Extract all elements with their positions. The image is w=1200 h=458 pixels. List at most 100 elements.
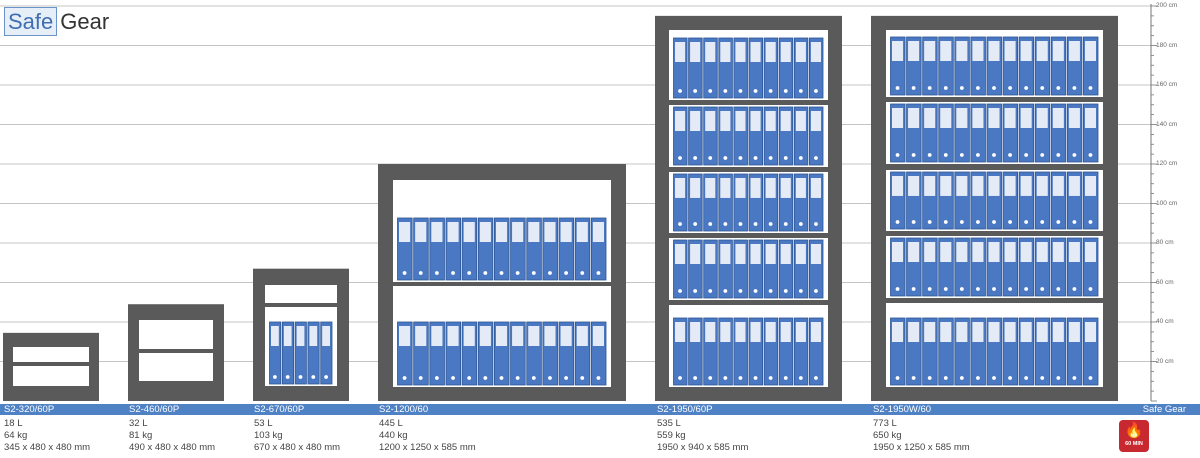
binder: [778, 106, 794, 166]
binder-ring-hole: [783, 222, 788, 226]
binder-ring-hole: [959, 86, 964, 90]
binder: [673, 37, 688, 99]
model-specs-s2-1200: 445 L 440 kg 1200 x 1250 x 585 mm: [379, 418, 476, 454]
binder-ring-hole: [1024, 153, 1029, 157]
binder-label-patch: [322, 326, 330, 346]
binder: [922, 103, 938, 163]
binder: [718, 173, 733, 232]
binder: [809, 106, 824, 166]
binder: [890, 36, 906, 96]
spec-volume: 535 L: [657, 418, 681, 429]
spec-volume: 18 L: [4, 418, 23, 429]
binder-ring-hole: [911, 86, 916, 90]
binder: [954, 237, 970, 297]
binder: [1018, 317, 1035, 386]
safe-cabinet-s2-670-60p: [253, 268, 349, 401]
binder-ring-hole: [531, 271, 536, 275]
binder: [413, 321, 429, 386]
binder-ring-hole: [1056, 86, 1061, 90]
binder: [1002, 103, 1019, 163]
binder: [763, 37, 779, 99]
binder-label-patch: [795, 111, 806, 131]
binder-label-patch: [1068, 322, 1080, 342]
binder-ring-hole: [483, 271, 488, 275]
binder-ring-hole: [580, 271, 585, 275]
binder-ring-hole: [1056, 220, 1061, 224]
binder: [763, 173, 779, 232]
binder-label-patch: [705, 178, 716, 198]
binder-ring-hole: [798, 222, 803, 226]
binder: [494, 217, 510, 281]
binder-ring-hole: [927, 220, 932, 224]
binder-ring-hole: [798, 289, 803, 293]
binder: [890, 317, 906, 386]
scale-tick-180: 180 cm: [1156, 42, 1178, 49]
spec-weight: 81 kg: [129, 430, 153, 441]
scale-tick-20: 20 cm: [1156, 358, 1174, 365]
binder-ring-hole: [959, 376, 964, 380]
binder-ring-hole: [1072, 86, 1077, 90]
safe-cabinet-s2-1950-60p: [655, 15, 842, 401]
binder-ring-hole: [768, 222, 773, 226]
binder: [703, 106, 718, 166]
binder: [477, 217, 494, 281]
binder: [703, 37, 718, 99]
binder: [778, 173, 794, 232]
binder: [688, 317, 703, 386]
binder-ring-hole: [992, 287, 996, 291]
binder-label-patch: [735, 111, 746, 131]
binder: [494, 321, 510, 386]
binder-ring-hole: [1008, 153, 1012, 157]
binder-ring-hole: [798, 89, 803, 93]
binder: [1083, 171, 1099, 230]
model-name-s2-1950: S2-1950/60P: [657, 404, 713, 415]
model-name-bar: [0, 404, 1200, 415]
binder: [733, 317, 748, 386]
binder-ring-hole: [943, 220, 948, 224]
binder-label-patch: [795, 244, 806, 264]
safegear-logo: Safe Gear: [4, 6, 109, 36]
binder: [1083, 103, 1099, 163]
binder-label-patch: [908, 41, 920, 61]
binder: [590, 321, 607, 386]
binder-ring-hole: [580, 376, 585, 380]
binder-ring-hole: [548, 271, 552, 275]
model-name-s2-1950w: S2-1950W/60: [873, 404, 932, 415]
model-specs-s2-460: 32 L 81 kg 490 x 480 x 480 mm: [129, 418, 215, 454]
binder: [477, 321, 494, 386]
binder-label-patch: [1052, 41, 1064, 61]
safe-cabinet-s2-1200-60: [378, 164, 626, 401]
spec-dimensions: 1950 x 940 x 585 mm: [657, 442, 749, 453]
binder: [793, 37, 809, 99]
binder: [1018, 36, 1035, 96]
binder-ring-hole: [678, 289, 682, 293]
binder-ring-hole: [783, 89, 788, 93]
scale-tick-100: 100 cm: [1156, 200, 1178, 207]
binder: [809, 239, 824, 299]
binder-ring-hole: [992, 153, 996, 157]
binder-ring-hole: [753, 222, 758, 226]
binder: [1050, 171, 1067, 230]
binder-ring-hole: [596, 376, 601, 380]
binder-label-patch: [972, 176, 984, 196]
binder-ring-hole: [678, 376, 682, 380]
binder: [733, 239, 748, 299]
binder-label-patch: [592, 222, 604, 242]
binder: [574, 217, 591, 281]
binder-label-patch: [780, 322, 791, 342]
binder-label-patch: [479, 222, 491, 242]
binder-ring-hole: [768, 376, 773, 380]
binder-ring-hole: [531, 376, 536, 380]
binder-label-patch: [463, 222, 475, 242]
binder-label-patch: [765, 111, 776, 131]
binder-ring-hole: [753, 156, 758, 160]
binder-label-patch: [1084, 108, 1096, 128]
binder-ring-hole: [723, 376, 728, 380]
spec-dimensions: 670 x 480 x 480 mm: [254, 442, 341, 453]
model-specs-s2-670: 53 L 103 kg 670 x 480 x 480 mm: [254, 418, 340, 454]
binder-ring-hole: [911, 287, 916, 291]
binder: [970, 317, 986, 386]
binder-label-patch: [988, 176, 1000, 196]
binder-label-patch: [1068, 176, 1080, 196]
binder-ring-hole: [1040, 86, 1045, 90]
